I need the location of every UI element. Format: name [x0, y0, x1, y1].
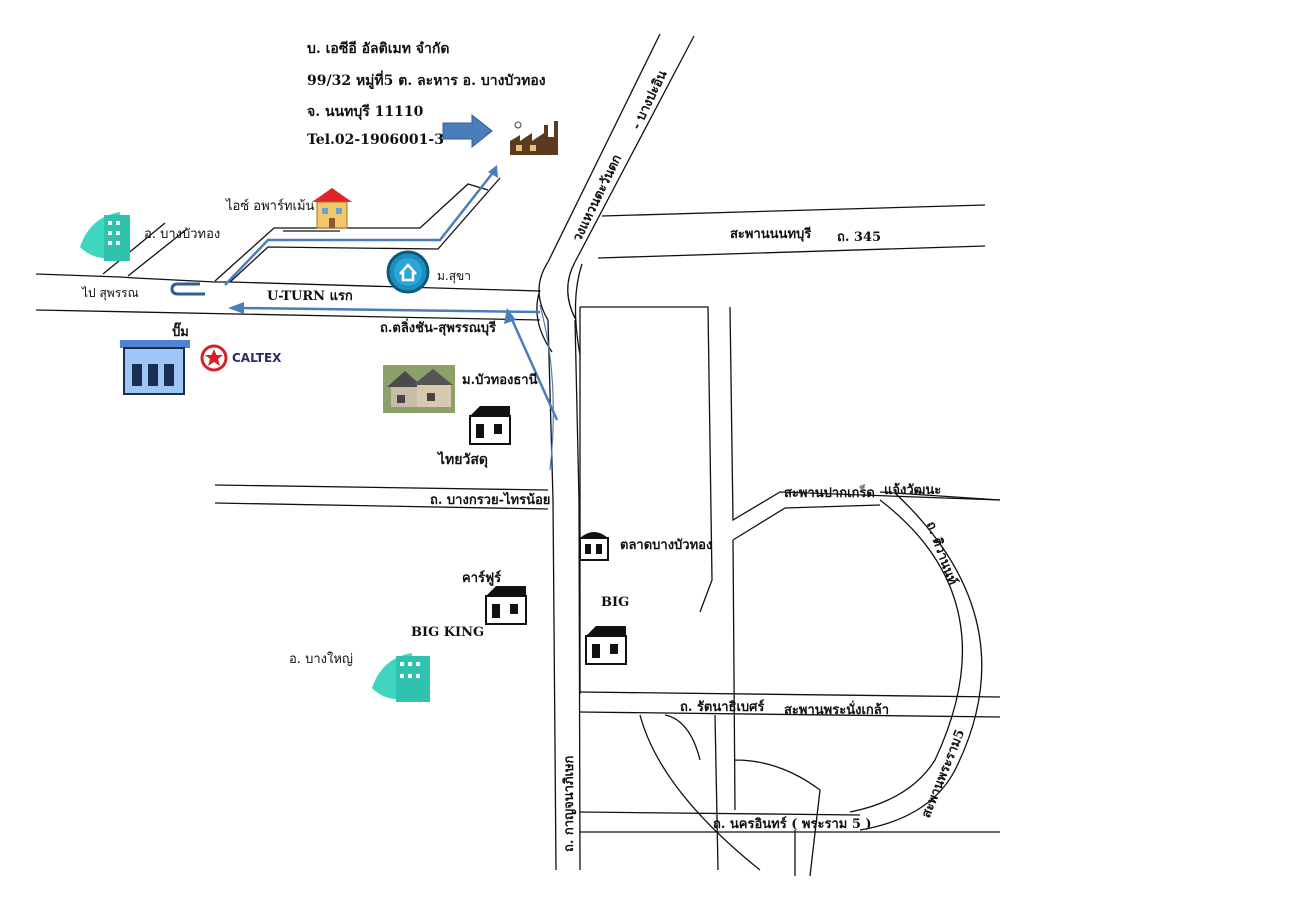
label-pakkret-bridge: สะพานปากเกร็ด: [784, 486, 875, 501]
store-icon-big: [585, 626, 627, 665]
arrowhead-left: [228, 302, 244, 314]
village-photo: [383, 365, 455, 413]
road-block-2: [729, 306, 1001, 541]
label-bangkruai-road: ถ. บางกรวย-ไทรน้อย: [430, 493, 551, 508]
roads: [35, 33, 1001, 877]
label-carrefour: คาร์ฟูร์: [462, 571, 502, 586]
route-arrows: [224, 169, 559, 471]
label-amphoe-bangyai: อ. บางใหญ่: [289, 652, 353, 667]
road-345-north: [601, 204, 986, 217]
label-phra-nangklao-bridge: สะพานพระนั่งเกล้า: [784, 703, 890, 718]
company-address-line1: 99/32 หมู่ที่5 ต. ละหาร อ. บางบัวทอง: [307, 73, 546, 89]
road-block-east: [639, 539, 821, 877]
arrowhead-up: [504, 308, 516, 324]
label-uturn: U-TURN แรก: [267, 289, 353, 304]
road-western-ring-west: [547, 33, 661, 263]
home-circle-icon: [386, 250, 430, 294]
road-talingchan-south-edge: [35, 309, 541, 321]
road-side-bangbuathong: [102, 222, 188, 277]
uturn-icon: [170, 282, 205, 296]
pointer-arrow: [442, 113, 493, 149]
label-caltex: CALTEX: [232, 351, 282, 365]
road-345-south: [597, 245, 986, 259]
road-kanchanaphisek-east: [574, 319, 581, 871]
road-apartment-lane: [214, 177, 501, 283]
company-name: บ. เอซีอี อัลติเมท จำกัด: [307, 41, 450, 57]
arrowhead-factory: [488, 165, 498, 178]
route-to-factory: [224, 169, 496, 286]
route-up-line: [508, 314, 559, 421]
label-m-buathong-thani: ม.บัวทองธานี: [462, 373, 538, 388]
label-big-king: BIG KING: [411, 625, 485, 640]
label-to-suphan: ไป สุพรรณ: [82, 286, 139, 300]
store-icon-talat: [579, 532, 609, 561]
house-icon: [312, 188, 352, 229]
label-talat-bangbuathong: ตลาดบางบัวทอง: [620, 538, 713, 553]
label-rattanathibet: ถ. รัตนาธิเบศร์: [680, 700, 765, 715]
label-talingchan-road: ถ.ตลิ่งชัน-สุพรรณบุรี: [380, 321, 497, 336]
company-address-line2: จ. นนทบุรี 11110: [307, 104, 424, 120]
road-bangkruai-south: [214, 502, 549, 510]
road-western-ring-east: [574, 35, 695, 263]
label-thai-watsadu: ไทยวัสดุ: [438, 452, 488, 468]
road-block-1: [579, 306, 713, 694]
factory-icon: [510, 121, 558, 155]
route-arrowheads: [228, 165, 516, 324]
road-nakhonin-north: [579, 811, 861, 816]
label-nonthaburi-bridge: สะพานนนทบุรี: [730, 227, 812, 242]
caltex-logo-icon: [200, 344, 228, 372]
road-tiwanon-east: [859, 492, 983, 831]
label-big: BIG: [601, 595, 630, 610]
interchange-curves: [536, 261, 583, 356]
label-chaengwattana: แจ้งวัฒนะ: [884, 483, 942, 498]
company-tel: Tel.02-1906001-3: [307, 132, 444, 148]
gas-station-icon: [120, 340, 190, 395]
label-kanchanaphisek: ถ. กาญจนาภิเษก: [562, 755, 577, 852]
building-icon-bangbuathong: [80, 212, 130, 261]
building-icon-bangyai: [372, 653, 430, 702]
road-rattanathibet-south: [579, 711, 1001, 718]
label-m-sucha: ม.สุขา: [437, 269, 471, 283]
road-talingchan-north-edge: [35, 273, 541, 292]
road-chaengwattana: [879, 491, 1001, 501]
store-icon-thaiwatsadu: [469, 406, 511, 445]
road-kanchanaphisek-west: [547, 319, 557, 871]
label-nakhon-in: ถ. นครอินทร์ ( พระราม 5 ): [713, 817, 872, 832]
store-icon-carrefour: [485, 586, 527, 625]
label-road-345: ถ. 345: [837, 230, 882, 245]
label-pump: ปั๊ม: [172, 325, 189, 340]
label-ice-apartment: ไอซ์ อพาร์ทเม้น: [226, 199, 315, 214]
label-amphoe-bangbuathong: อ. บางบัวทอง: [144, 227, 221, 242]
road-bangkruai-north: [214, 484, 549, 491]
route-curve: [539, 304, 554, 471]
route-uturn-line: [239, 306, 541, 314]
road-rattanathibet-north: [579, 691, 1001, 698]
